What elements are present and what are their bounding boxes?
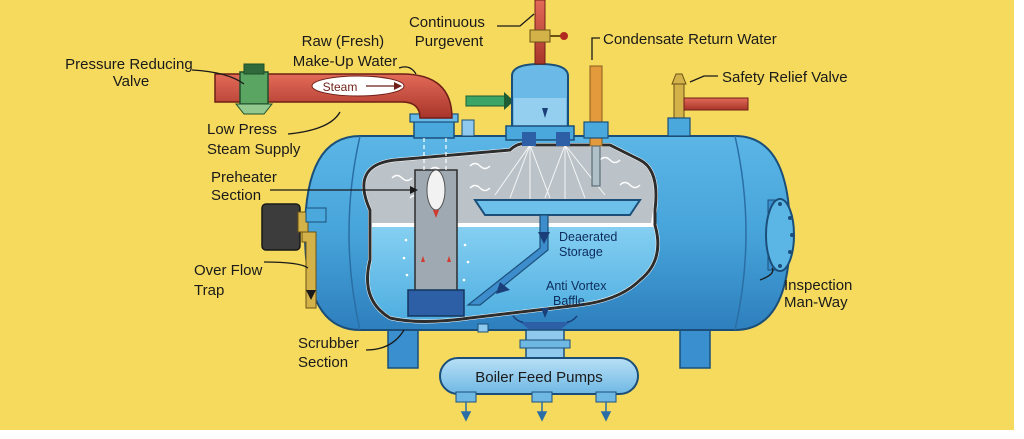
baffle-arrow-down <box>541 308 549 318</box>
vessel-seam-right <box>734 135 747 331</box>
scrubber-bubbles <box>402 238 470 282</box>
vessel-seam-left <box>348 135 361 331</box>
preheater-tray <box>473 199 642 216</box>
low-press-steam-supply-label: Low Press Steam Supply <box>207 121 301 158</box>
over-flow-trap-label: Over Flow Trap <box>194 262 267 299</box>
flow-arrow-diag <box>496 282 510 294</box>
leader-arrow-preheater <box>410 186 418 194</box>
spray-cones <box>494 144 606 200</box>
condensate-nozzle <box>583 121 609 139</box>
safety-valve-outlet <box>683 97 749 111</box>
flow-channel <box>466 214 549 306</box>
preheater-section-label: Preheater Section <box>211 169 281 204</box>
flow-arrow-down <box>538 232 550 244</box>
leader-lines <box>191 13 774 351</box>
safety-valve-cap <box>671 73 687 85</box>
purgevent-valve <box>529 29 551 43</box>
safety-relief-valve-label: Safety Relief Valve <box>722 69 848 86</box>
overflow-trap-body <box>261 203 301 251</box>
column-red-arrows <box>421 210 451 262</box>
scrubber-section-label: Scrubber Section <box>298 335 363 371</box>
support-leg-right <box>679 325 711 369</box>
anti-vortex-baffle-label: Anti Vortex Baffle <box>546 279 610 308</box>
vent-dome-water <box>514 98 566 128</box>
makeup-water-pipe <box>465 95 509 107</box>
pressure-reducing-valve-label: Pressure Reducing Valve <box>65 56 197 90</box>
bottom-nozzle <box>477 323 489 333</box>
overflow-drain-pipe <box>301 231 317 309</box>
continuous-purgevent-label: Continuous Purgevent <box>409 14 489 50</box>
pressure-valve-top <box>243 63 265 75</box>
steam-badge <box>311 75 405 97</box>
overflow-trap-nozzle <box>305 207 327 223</box>
manway-bolts <box>778 202 794 268</box>
steam-badge-label: Steam <box>323 80 358 94</box>
pressure-valve-body <box>239 71 269 105</box>
outlet-flange <box>519 339 571 349</box>
pump-outlet-arrows <box>460 402 612 422</box>
inspection-man-way-label: Inspection Man-Way <box>784 277 857 311</box>
vent-arrow <box>542 108 548 118</box>
boiler-feed-pumps-label: Boiler Feed Pumps <box>475 369 603 386</box>
scrubber-window <box>426 169 446 211</box>
safety-valve-stem <box>673 83 685 119</box>
condensate-dip-tube <box>591 145 601 187</box>
anti-vortex-baffle <box>520 322 570 330</box>
makeup-water-arrowhead <box>504 92 514 110</box>
pressure-valve-bottom <box>234 103 274 115</box>
baffle-arrows <box>512 315 578 323</box>
spray-nozzle-left <box>522 132 536 146</box>
page-white-right <box>1014 0 1024 434</box>
manway-cover <box>765 198 795 272</box>
top-small-nozzle <box>461 119 475 137</box>
overflow-drain-arrow <box>306 290 316 300</box>
condensate-return-water-label: Condensate Return Water <box>603 31 777 48</box>
steam-badge-arrowhead <box>394 82 402 90</box>
scrubber-base <box>407 289 465 317</box>
cutaway-edge <box>362 141 660 323</box>
page-white-bottom <box>0 430 1024 434</box>
raw-makeup-water-label: Raw (Fresh) Make-Up Water <box>293 33 397 70</box>
deaerated-storage-label: Deaerated Storage <box>559 230 621 259</box>
safety-valve-base <box>667 117 691 137</box>
spray-nozzle-right <box>556 132 570 146</box>
purgevent-handle-knob <box>560 32 568 40</box>
support-leg-left <box>387 325 419 369</box>
